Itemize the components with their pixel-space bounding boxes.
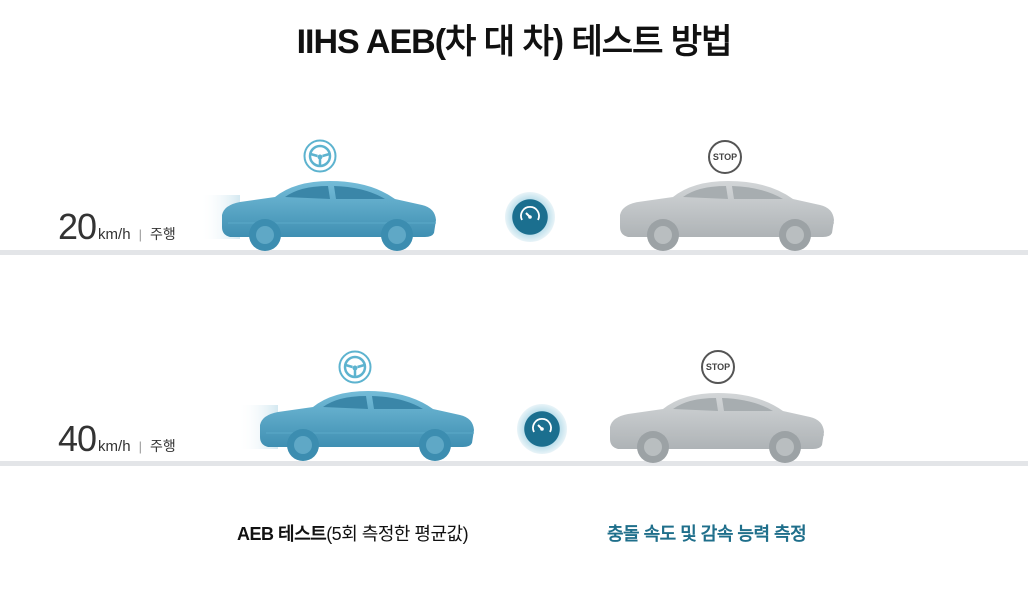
- stop-sign-icon: STOP: [701, 350, 735, 384]
- target-car: [610, 393, 824, 463]
- page-title: IIHS AEB(차 대 차) 테스트 방법: [296, 23, 733, 61]
- aeb-test-caption: AEB 테스트(5회 측정한 평균값): [237, 520, 469, 546]
- speed-value: 40: [58, 418, 97, 459]
- test-car: [238, 391, 474, 461]
- speed-description: 주행: [149, 226, 176, 242]
- road-line: [0, 461, 1028, 466]
- speed-separator: |: [138, 439, 142, 454]
- test-car: [200, 181, 436, 251]
- speed-unit: km/h: [98, 438, 131, 455]
- stop-sign-icon: STOP: [708, 140, 742, 174]
- speedometer-icon: [505, 192, 555, 242]
- caption-bold: AEB 테스트: [237, 524, 327, 544]
- road-line: [0, 250, 1028, 255]
- lane-40kmh: 40 km/h | 주행 STOP: [0, 340, 1028, 540]
- speed-unit: km/h: [98, 226, 131, 243]
- speed-label: 20 km/h | 주행: [58, 206, 176, 248]
- target-car: [620, 181, 834, 251]
- speedometer-icon: [517, 404, 567, 454]
- caption-rest: (5회 측정한 평균값): [326, 524, 469, 544]
- speed-label: 40 km/h | 주행: [58, 418, 176, 460]
- measurement-caption: 충돌 속도 및 감속 능력 측정: [607, 524, 807, 544]
- steering-wheel-icon: [338, 350, 372, 384]
- speed-description: 주행: [149, 438, 176, 454]
- stop-sign-text: STOP: [712, 152, 738, 162]
- stop-sign-text: STOP: [705, 362, 731, 372]
- steering-wheel-icon: [303, 139, 337, 173]
- lane-20kmh: 20 km/h | 주행 STOP: [0, 130, 1028, 330]
- speed-value: 20: [58, 206, 97, 247]
- speed-separator: |: [138, 227, 142, 242]
